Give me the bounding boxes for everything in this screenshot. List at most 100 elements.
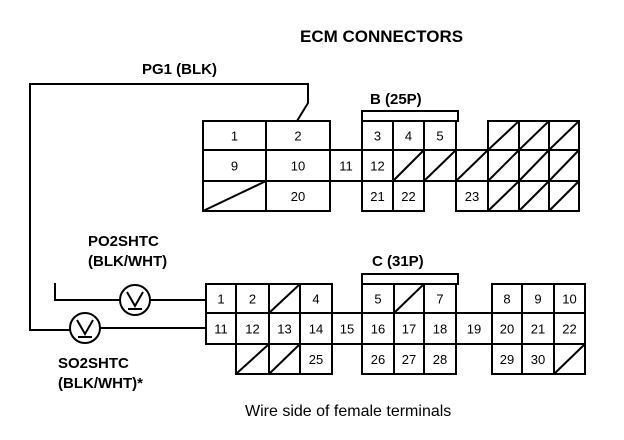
po2shtc-heater-icon <box>119 284 151 316</box>
connector-b-empty-cell <box>518 180 550 212</box>
connector-b-pin-label: 1 <box>231 129 238 144</box>
connector-c-pin-11: 11 <box>205 312 237 345</box>
po2shtc-label: PO2SHTC <box>88 233 159 250</box>
connector-b-pin-22: 22 <box>392 180 425 212</box>
so2shtc-label: SO2SHTC <box>58 355 129 372</box>
connector-b-pin-label: 20 <box>291 189 305 204</box>
connector-c-pin-label: 10 <box>562 292 576 307</box>
connector-c-pin-1: 1 <box>205 283 237 314</box>
connector-c-empty-cell <box>268 343 301 375</box>
connector-b-pin-5: 5 <box>423 120 457 151</box>
connector-c-pin-label: 14 <box>309 322 323 337</box>
connector-b-empty-cell <box>487 180 520 212</box>
connector-b-empty-cell <box>392 149 425 182</box>
connector-c-pin-label: 22 <box>562 322 576 337</box>
connector-b-pin-2: 2 <box>265 120 331 151</box>
connector-c-pin-label: 5 <box>374 292 381 307</box>
connector-b-pin-label: 2 <box>294 129 301 144</box>
connector-b-pin-3: 3 <box>361 120 394 151</box>
connector-c-pin-label: 9 <box>534 292 541 307</box>
connector-c-pin-label: 30 <box>531 352 545 367</box>
connector-b-tab <box>361 110 459 122</box>
connector-b-empty-cell <box>518 120 550 151</box>
connector-b-empty-cell <box>548 149 580 182</box>
connector-b-pin-label: 12 <box>370 159 384 174</box>
connector-c-pin-label: 4 <box>312 292 319 307</box>
connector-b-pin-11: 11 <box>329 149 363 182</box>
connector-b-empty-cell <box>455 149 489 182</box>
connector-c-pin-label: 28 <box>433 352 447 367</box>
connector-c-empty-cell <box>235 343 270 375</box>
connector-c-pin-26: 26 <box>361 343 395 375</box>
connector-c-pin-16: 16 <box>361 312 395 345</box>
connector-b-pin-10: 10 <box>265 149 331 182</box>
connector-c-pin-label: 20 <box>500 322 514 337</box>
connector-b-empty-cell <box>202 180 267 212</box>
connector-b-pin-label: 21 <box>370 189 384 204</box>
connector-c-pin-label: 12 <box>245 322 259 337</box>
connector-b-pin-label: 22 <box>401 189 415 204</box>
connector-c-pin-label: 29 <box>500 352 514 367</box>
connector-c-pin-20: 20 <box>491 312 523 345</box>
connector-b-pin-21: 21 <box>361 180 394 212</box>
connector-b-pin-label: 11 <box>339 159 353 174</box>
connector-c-pin-label: 16 <box>371 322 385 337</box>
connector-c-pin-27: 27 <box>393 343 425 375</box>
connector-c-pin-label: 7 <box>436 292 443 307</box>
connector-c-pin-label: 19 <box>467 322 481 337</box>
connector-b-empty-cell <box>487 149 520 182</box>
footer-caption: Wire side of female terminals <box>245 403 451 420</box>
connector-c-pin-label: 25 <box>309 352 323 367</box>
connector-c-empty-cell <box>268 283 301 314</box>
connector-b-label: B (25P) <box>370 91 422 108</box>
pg1-label: PG1 (BLK) <box>142 61 217 78</box>
connector-c-tab <box>361 273 459 285</box>
connector-b-empty-cell <box>423 149 457 182</box>
connector-c-pin-label: 8 <box>503 292 510 307</box>
po2shtc-wire-left <box>54 283 120 301</box>
po2shtc-color-label: (BLK/WHT) <box>88 253 167 270</box>
connector-c-pin-13: 13 <box>268 312 301 345</box>
connector-b-pin-label: 9 <box>231 159 238 174</box>
connector-b-empty-cell <box>548 120 580 151</box>
connector-b-pin-9: 9 <box>202 149 267 182</box>
connector-c-pin-12: 12 <box>235 312 270 345</box>
connector-c-pin-label: 17 <box>402 322 416 337</box>
connector-b-pin-4: 4 <box>392 120 425 151</box>
pg1-wire <box>29 83 309 331</box>
connector-c-pin-25: 25 <box>299 343 333 375</box>
so2shtc-heater-icon <box>69 312 101 344</box>
connector-c-empty-cell <box>393 283 425 314</box>
connector-c-pin-label: 2 <box>249 292 256 307</box>
connector-c-pin-label: 27 <box>402 352 416 367</box>
connector-c-pin-9: 9 <box>521 283 555 314</box>
connector-b-pin-label: 4 <box>405 129 412 144</box>
connector-c-pin-label: 13 <box>277 322 291 337</box>
connector-c-pin-14: 14 <box>299 312 333 345</box>
connector-c-pin-10: 10 <box>553 283 586 314</box>
connector-c-pin-30: 30 <box>521 343 555 375</box>
connector-c-pin-22: 22 <box>553 312 586 345</box>
connector-b-pin-label: 10 <box>291 159 305 174</box>
connector-c-pin-7: 7 <box>423 283 457 314</box>
diagram-title: ECM CONNECTORS <box>300 27 463 46</box>
connector-c-pin-5: 5 <box>361 283 395 314</box>
connector-c-pin-15: 15 <box>331 312 363 345</box>
connector-c-pin-29: 29 <box>491 343 523 375</box>
connector-b-pin-label: 5 <box>436 129 443 144</box>
connector-b-pin-20: 20 <box>265 180 331 212</box>
connector-b-pin-12: 12 <box>361 149 394 182</box>
connector-b-pin-1: 1 <box>202 120 267 151</box>
connector-c-pin-label: 1 <box>217 292 224 307</box>
connector-c-pin-label: 21 <box>531 322 545 337</box>
connector-c-pin-28: 28 <box>423 343 457 375</box>
connector-c-pin-17: 17 <box>393 312 425 345</box>
connector-c-pin-4: 4 <box>299 283 333 314</box>
connector-b-pin-23: 23 <box>455 180 489 212</box>
connector-b-empty-cell <box>487 120 520 151</box>
connector-c-pin-2: 2 <box>235 283 270 314</box>
connector-c-pin-19: 19 <box>455 312 493 345</box>
